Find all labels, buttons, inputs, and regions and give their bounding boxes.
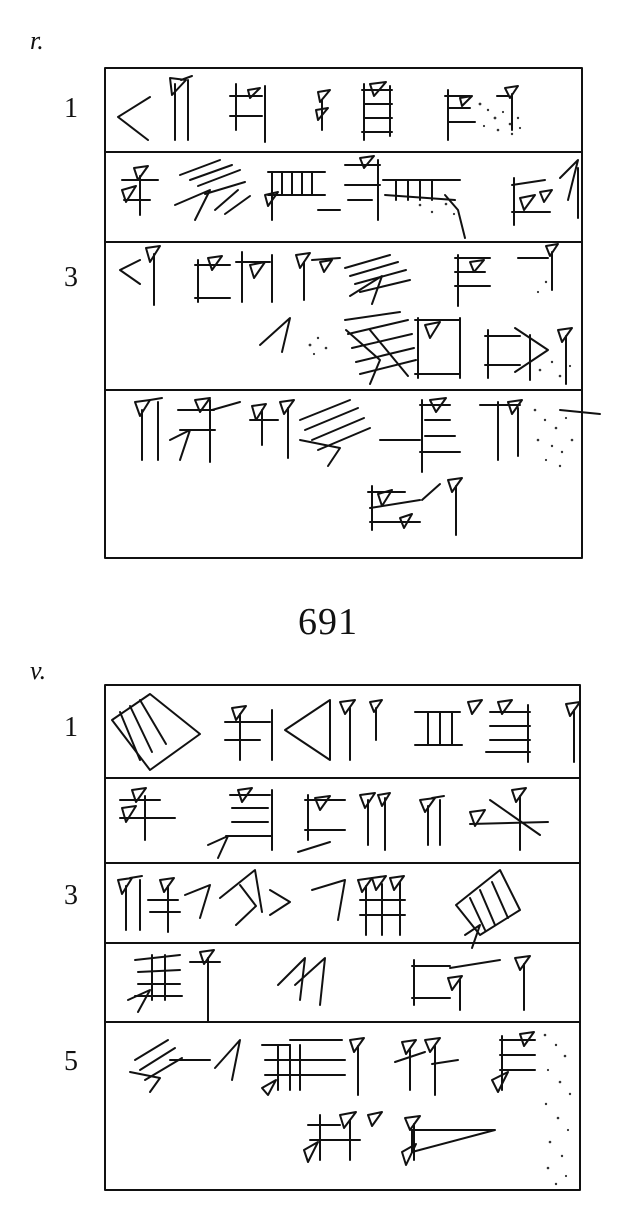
obverse-line-1-signs	[117, 75, 519, 143]
reverse-line-number-3: 3	[64, 880, 78, 911]
reverse-line-1-signs	[111, 693, 581, 771]
obverse-line-3-damage	[308, 280, 572, 378]
reverse-line-number-5: 5	[64, 1046, 78, 1077]
obverse-line-number-1: 1	[64, 93, 78, 124]
reverse-side-label: v.	[30, 656, 47, 685]
reverse-line-5-signs	[129, 1031, 536, 1166]
obverse-line-2-damage	[418, 202, 456, 216]
obverse-line-4-signs	[134, 397, 601, 536]
obverse-frame	[104, 67, 583, 559]
reverse-line-number-1: 1	[64, 712, 78, 743]
reverse-frame	[104, 684, 581, 1191]
obverse-line-2-signs	[121, 155, 579, 239]
reverse-line-2-signs	[119, 787, 549, 859]
reverse-line-3-signs	[117, 869, 521, 949]
obverse-line-number-3: 3	[64, 262, 78, 293]
obverse-line-3-signs	[119, 243, 573, 385]
reverse-line-4-signs	[127, 949, 531, 1023]
reverse-line-5-damage	[543, 1033, 572, 1186]
obverse-line-1-damage	[478, 102, 522, 136]
tablet-number: 691	[298, 601, 358, 643]
obverse-line-4-damage	[533, 408, 574, 468]
obverse-side-label: r.	[30, 26, 44, 55]
